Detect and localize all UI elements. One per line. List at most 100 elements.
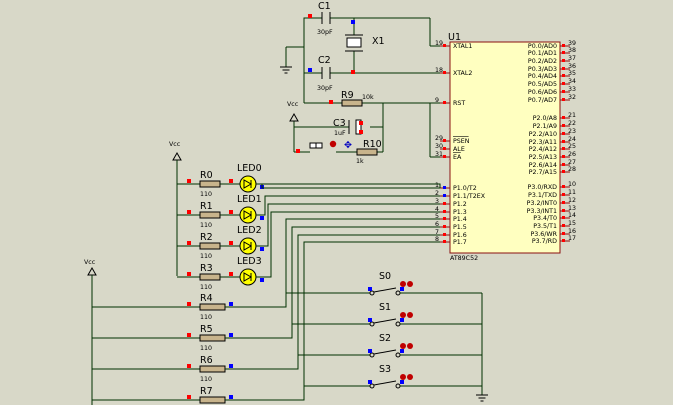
u1-pin-number: 30: [435, 143, 443, 150]
u1-pin-26[interactable]: P2.5/A13 26: [529, 151, 576, 161]
reset-pushbutton[interactable]: ✥: [296, 140, 352, 153]
oscillator-wires: [285, 17, 440, 158]
c3-value: 1uF: [334, 130, 346, 137]
switch-knob-icon[interactable]: [400, 312, 406, 318]
u1-pin-marker: [562, 98, 565, 101]
u1-pin-number: 16: [568, 228, 576, 235]
reset-toggle-icon[interactable]: ✥: [344, 140, 352, 151]
u1-pin-number: 12: [568, 197, 576, 204]
u1-pin-marker: [443, 139, 446, 142]
switch-knob-icon[interactable]: [407, 312, 413, 318]
r10-value: 1k: [356, 158, 364, 165]
u1-pin-16[interactable]: P3.6/WR 16: [530, 228, 576, 238]
switch-2[interactable]: S2: [368, 333, 413, 358]
u1-pin-number: 23: [568, 128, 576, 135]
switch-knob-icon[interactable]: [407, 343, 413, 349]
u1-pin-name: P0.7/AD7: [528, 97, 557, 104]
resistor-r10[interactable]: R10 1k: [356, 139, 382, 165]
u1-left-pins: XTAL119XTAL218RST9PSEN29ALE30EA31P1.0/T2…: [435, 40, 486, 246]
u1-pin-number: 22: [568, 120, 576, 127]
u1-pin-name: P1.1/T2EX: [453, 193, 486, 200]
u1-pin-name: PSEN: [453, 138, 470, 145]
u1-pin-marker: [562, 163, 565, 166]
u1-pin-4[interactable]: P1.34: [435, 206, 467, 216]
u1-pin-5[interactable]: P1.45: [435, 213, 467, 223]
u1-pin-number: 11: [568, 189, 576, 196]
switch-1[interactable]: S1: [368, 302, 413, 327]
u1-pin-name: P2.4/A12: [529, 146, 557, 153]
u1-pin-name: P3.6/WR: [530, 231, 557, 238]
switch-knob-icon[interactable]: [400, 374, 406, 380]
u1-pin-number: 4: [435, 206, 439, 213]
u1-pin-8[interactable]: P1.78: [435, 236, 467, 246]
u1-pin-1[interactable]: P1.0/T21: [435, 182, 477, 192]
u1-pin-3[interactable]: P1.23: [435, 198, 467, 208]
u1-pin-name: P3.4/T0: [533, 215, 557, 222]
switch-knob-icon[interactable]: [407, 374, 413, 380]
u1-pin-number: 26: [568, 151, 576, 158]
switch-knob-icon[interactable]: [407, 281, 413, 287]
switch-knob-icon[interactable]: [400, 281, 406, 287]
u1-pin-6[interactable]: P1.56: [435, 221, 467, 231]
u1-pin-name: P1.2: [453, 201, 467, 208]
u1-pin-7[interactable]: P1.67: [435, 229, 467, 239]
switch-3[interactable]: S3: [368, 364, 413, 389]
resistor-r9[interactable]: R9 10k: [329, 90, 374, 107]
u1-pin-marker: [443, 233, 446, 236]
u1-pin-marker: [443, 210, 446, 213]
led-0[interactable]: LED0: [237, 163, 264, 193]
crystal-x1[interactable]: X1: [345, 20, 385, 74]
u1-pin-marker: [562, 67, 565, 70]
u1-pin-marker: [562, 51, 565, 54]
u1-pin-marker: [562, 185, 565, 188]
vcc-terminal-led: Vcc: [169, 141, 182, 276]
x1-ref: X1: [372, 36, 385, 47]
led-3[interactable]: LED3: [237, 256, 264, 286]
capacitor-c1[interactable]: C1 30pF: [308, 1, 333, 36]
switch-knob-icon[interactable]: [400, 343, 406, 349]
u1-pin-marker: [443, 44, 446, 47]
capacitor-c2[interactable]: C2 30pF: [308, 55, 333, 92]
u1-chip[interactable]: U1 AT89C52 XTAL119XTAL218RST9PSEN29ALE30…: [435, 32, 576, 262]
switch-0[interactable]: S0: [368, 271, 413, 296]
u1-pin-marker: [562, 74, 565, 77]
u1-pin-14[interactable]: P3.4/T0 14: [533, 212, 576, 222]
u1-pin-number: 14: [568, 212, 576, 219]
switch-ref: S2: [379, 333, 391, 344]
capacitor-c3[interactable]: C3 1uF: [333, 118, 363, 137]
u1-pin-name: P1.0/T2: [453, 185, 477, 192]
u1-pin-number: 10: [568, 181, 576, 188]
u1-pin-name: P2.5/A13: [529, 154, 557, 161]
